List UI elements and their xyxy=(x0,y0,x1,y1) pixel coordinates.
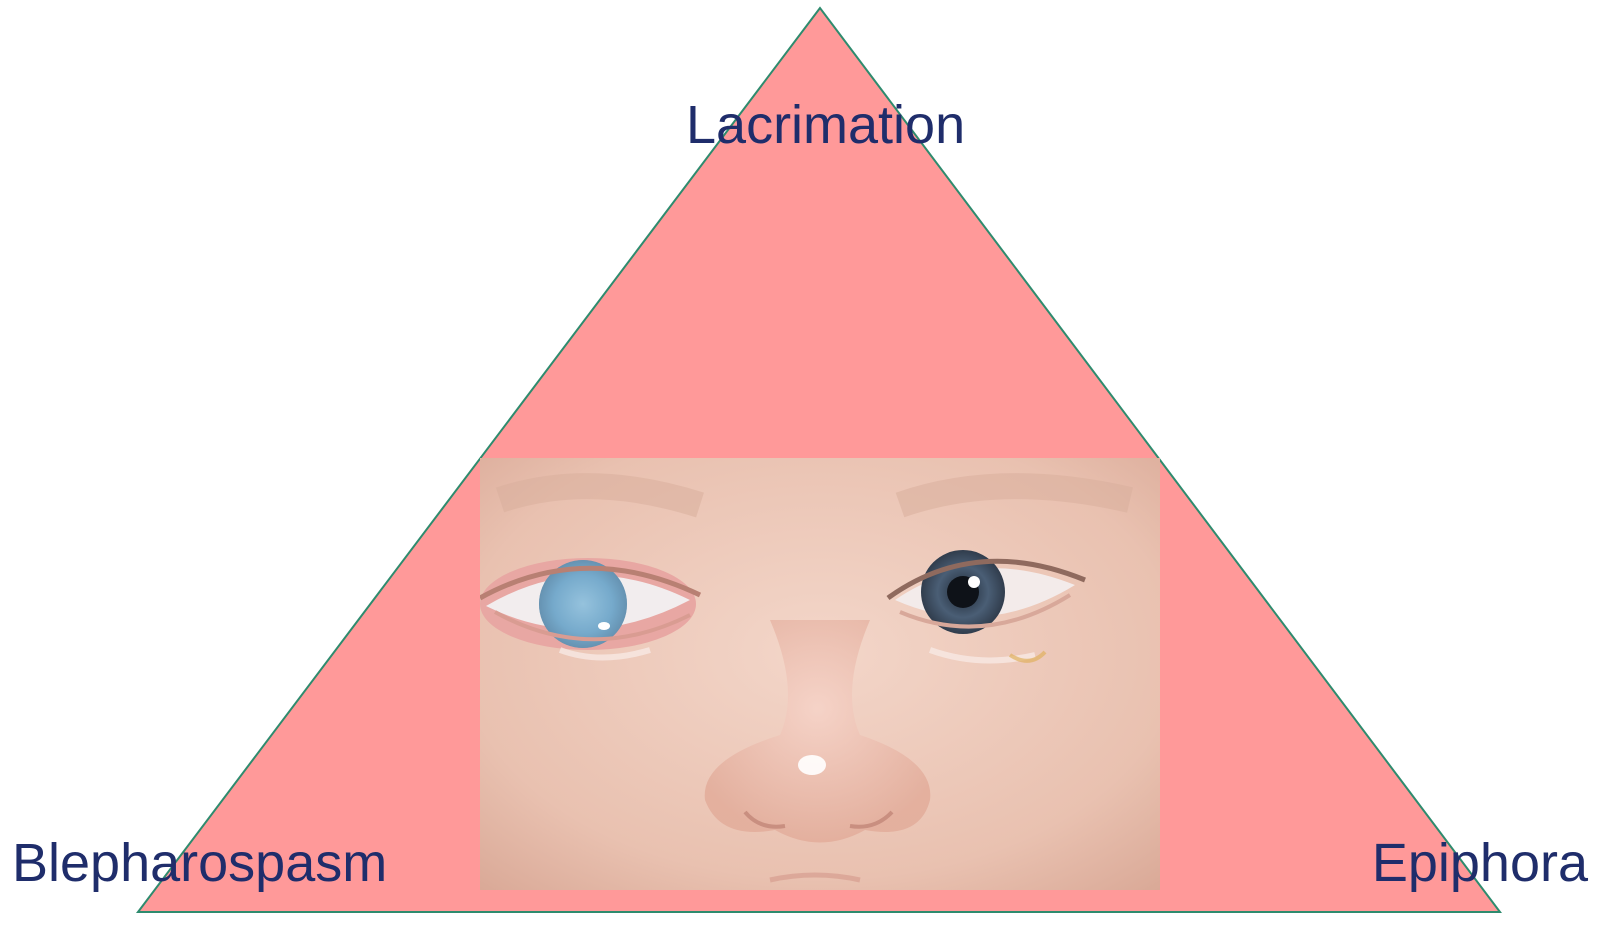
label-lacrimation: Lacrimation xyxy=(686,98,965,152)
label-blepharospasm: Blepharospasm xyxy=(12,836,387,890)
label-epiphora: Epiphora xyxy=(1372,836,1588,890)
infant-eyes-photo xyxy=(480,458,1160,890)
